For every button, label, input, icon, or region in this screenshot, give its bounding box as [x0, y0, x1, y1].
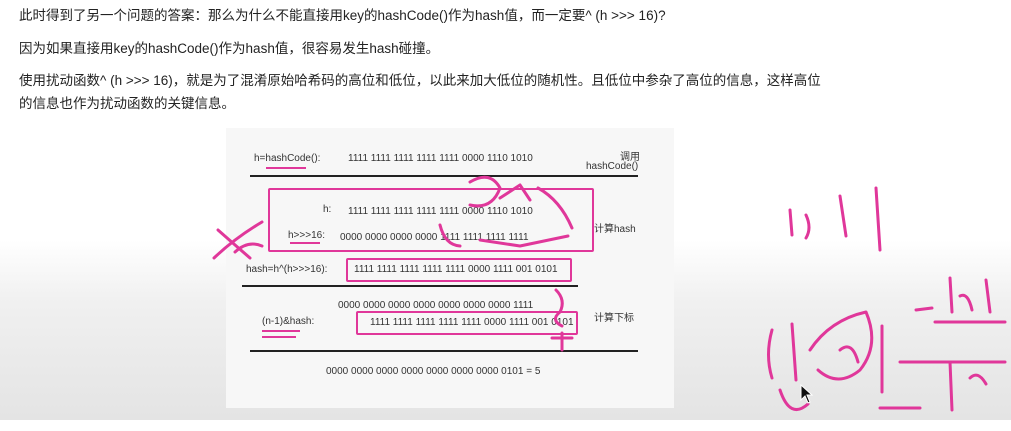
- row4-label: hash=h^(h>>>16):: [246, 264, 328, 275]
- note-compute-index: 计算下标: [594, 313, 634, 324]
- ink-right-3: [838, 194, 848, 238]
- ink-scribble-5: [478, 234, 570, 248]
- paragraph-3-line-1: 使用扰动函数^ (h >>> 16)，就是为了混淆原始哈希码的高位和低位，以此来…: [19, 73, 821, 88]
- row5-value: 0000 0000 0000 0000 0000 0000 0000 1111: [338, 300, 534, 311]
- row3-value: 0000 0000 0000 0000 1111 1111 1111 1111: [340, 232, 529, 243]
- ink-arrow-1: [554, 288, 564, 328]
- paragraph-3-line-2: 的信息也作为扰动函数的关键信息。: [19, 96, 235, 111]
- ink-scribble-1: [468, 175, 502, 208]
- ink-right-12: [808, 310, 874, 381]
- row1-value: 1111 1111 1111 1111 1111 0000 1110 1010: [348, 153, 533, 164]
- row3-label: h>>>16:: [288, 230, 325, 241]
- divider-1: [250, 175, 638, 177]
- row7-result: 0000 0000 0000 0000 0000 0000 0000 0101 …: [326, 366, 541, 377]
- ink-right-11: [790, 322, 798, 382]
- ink-right-4: [874, 186, 882, 252]
- ink-stroke-x-3: [233, 242, 264, 254]
- ink-right-17: [968, 373, 988, 386]
- annotation-box-xor-result: [346, 258, 572, 282]
- ink-right-10: [767, 328, 774, 380]
- annotation-box-hash: [268, 188, 594, 252]
- underline-hashcode: [266, 167, 306, 169]
- annotation-box-and-result: [356, 311, 578, 335]
- ink-scribble-3: [536, 186, 574, 230]
- ink-right-8: [984, 278, 992, 314]
- mouse-pointer-icon: [800, 384, 814, 404]
- row6-value: 1111 1111 1111 1111 1111 0000 1111 001 0…: [370, 317, 574, 328]
- note-compute-hash: 计算hash: [594, 224, 636, 235]
- ink-right-18: [778, 388, 810, 412]
- note-call-2: hashCode(): [586, 161, 639, 172]
- ink-stroke-x-2: [212, 220, 264, 260]
- ink-right-13: [838, 345, 860, 364]
- row2-value: 1111 1111 1111 1111 1111 0000 1110 1010: [348, 206, 533, 217]
- ink-right-16: [948, 360, 954, 412]
- row4-value: 1111 1111 1111 1111 1111 0000 1111 001 0…: [354, 264, 558, 275]
- divider-2: [242, 285, 578, 287]
- underline-shift: [290, 242, 320, 244]
- hash-diagram: h=hashCode(): 1111 1111 1111 1111 1111 0…: [226, 128, 674, 408]
- note-call-1: 调用: [620, 152, 640, 163]
- ink-right-2: [804, 213, 811, 240]
- paragraph-2: 因为如果直接用key的hashCode()作为hash值，很容易发生hash碰撞…: [19, 41, 440, 56]
- row6-label: (n-1)&hash:: [262, 316, 315, 327]
- ink-stroke-x-1: [216, 228, 252, 260]
- underline-n-minus-1-second: [262, 336, 296, 338]
- ink-right-7: [958, 293, 974, 312]
- row2-label: h:: [323, 204, 332, 215]
- ink-scribble-2: [498, 183, 532, 202]
- ink-right-1: [788, 208, 794, 237]
- divider-3: [250, 350, 638, 352]
- ink-right-5: [914, 306, 934, 312]
- paragraph-1: 此时得到了另一个问题的答案：那么为什么不能直接用key的hashCode()作为…: [19, 8, 666, 23]
- ink-right-6: [948, 276, 954, 314]
- ink-scribble-4: [438, 223, 462, 248]
- underline-n-minus-1: [262, 330, 300, 332]
- row1-label: h=hashCode():: [254, 153, 321, 164]
